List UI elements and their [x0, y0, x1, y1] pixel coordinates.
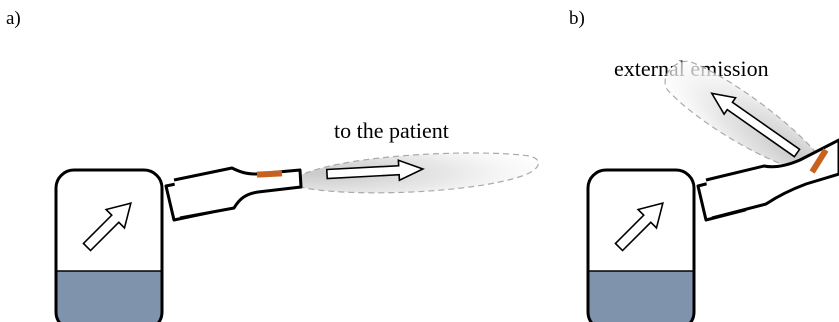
- panel-a: a) to the patient: [6, 8, 539, 322]
- panel-a-valve-marker: [256, 170, 283, 178]
- panel-a-caption: to the patient: [334, 118, 449, 143]
- panel-a-nozzle: [173, 166, 303, 220]
- panel-a-label: a): [6, 8, 21, 29]
- panel-a-aerosol-plume: [295, 152, 539, 194]
- panel-a-pressure-arrow: [82, 202, 132, 252]
- panel-b: b) external emission: [569, 8, 839, 322]
- panel-b-nozzle: [705, 138, 839, 220]
- panel-b-pressure-arrow: [614, 202, 664, 252]
- panel-a-canister: [54, 168, 164, 322]
- panel-a-flow-arrow: [325, 159, 425, 182]
- panel-b-label: b): [569, 8, 585, 29]
- panel-b-canister: [586, 168, 696, 322]
- panel-b-valve-marker: [809, 148, 829, 174]
- panel-b-emission-arrow: [710, 92, 801, 158]
- panel-b-liquid: [588, 271, 694, 322]
- panel-a-liquid: [56, 271, 162, 322]
